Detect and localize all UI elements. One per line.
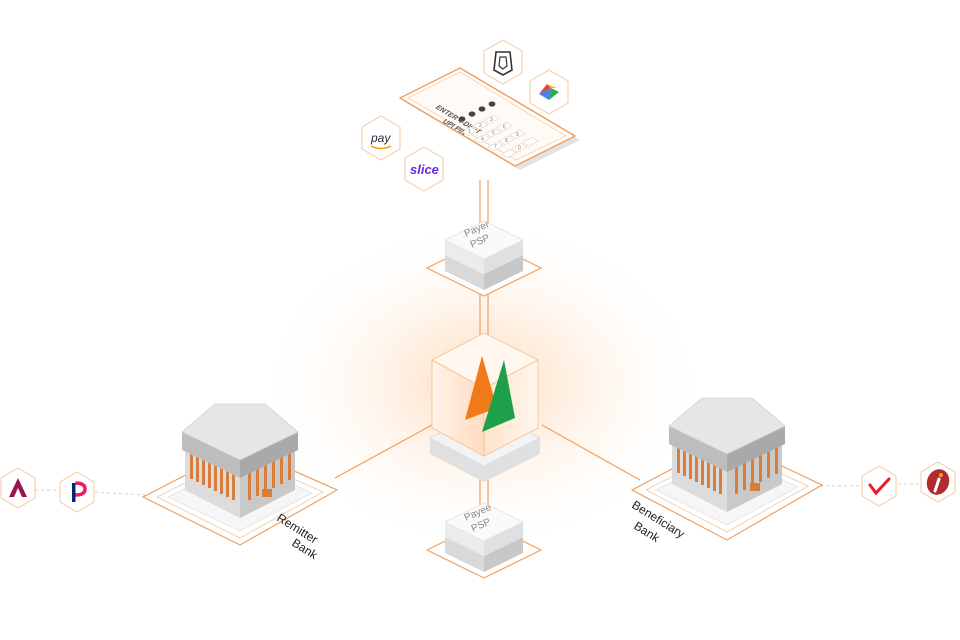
npci-upi-switch xyxy=(429,332,541,482)
keypad-key-label: 2 xyxy=(479,123,482,129)
beneficiary-bank-node: Beneficiary Bank xyxy=(629,397,824,546)
google-pay-logo xyxy=(529,69,569,115)
paytm-payments-bank-logo xyxy=(59,471,95,513)
keypad-key: 7 xyxy=(487,141,504,151)
keypad-key-label: 0 xyxy=(518,146,521,152)
connector-lines xyxy=(334,180,641,512)
svg-text:pay: pay xyxy=(370,131,391,145)
keypad-key: 6 xyxy=(496,122,513,132)
pin-dots xyxy=(458,101,496,122)
keypad-key xyxy=(500,149,517,159)
beneficiary-bank-columns xyxy=(677,445,778,494)
keypad-key-label: 8 xyxy=(505,138,508,144)
keypad-key-label: 5 xyxy=(492,131,495,137)
upi-logo-icon xyxy=(465,356,515,432)
keypad-key: 4 xyxy=(474,134,491,144)
keypad-key: 1 xyxy=(461,126,478,136)
amazon-pay-logo: pay xyxy=(361,115,401,161)
payee-psp-node: Payee PSP xyxy=(425,502,543,579)
axis-bank-logo xyxy=(0,467,36,509)
dashed-logo-lines xyxy=(35,483,922,496)
keypad-key-label: 1 xyxy=(468,129,471,135)
keypad-key-label: 3 xyxy=(490,117,493,123)
keypad-key-label: 7 xyxy=(494,144,497,150)
kotak-bank-logo xyxy=(861,465,897,507)
keypad-key-label: 9 xyxy=(516,132,519,138)
bhim-logo xyxy=(483,39,523,85)
keypad-key xyxy=(522,137,539,147)
payer-psp-node: Payer PSP xyxy=(425,219,543,297)
keypad-key: 8 xyxy=(498,135,515,145)
keypad-key: 0 xyxy=(511,143,528,153)
remitter-bank-columns xyxy=(190,451,291,500)
keypad-key: 5 xyxy=(485,128,502,138)
slice-logo: slice xyxy=(404,146,444,192)
icici-bank-logo xyxy=(920,461,956,503)
keypad-key: 3 xyxy=(483,114,500,124)
keypad-key: 9 xyxy=(509,129,526,139)
keypad-key-label: 4 xyxy=(481,137,484,143)
keypad-key: 2 xyxy=(472,120,489,130)
keypad: 1 2 3 4 5 6 7 8 9 0 xyxy=(461,114,539,159)
svg-text:slice: slice xyxy=(410,162,439,177)
keypad-key-label: 6 xyxy=(503,125,506,131)
